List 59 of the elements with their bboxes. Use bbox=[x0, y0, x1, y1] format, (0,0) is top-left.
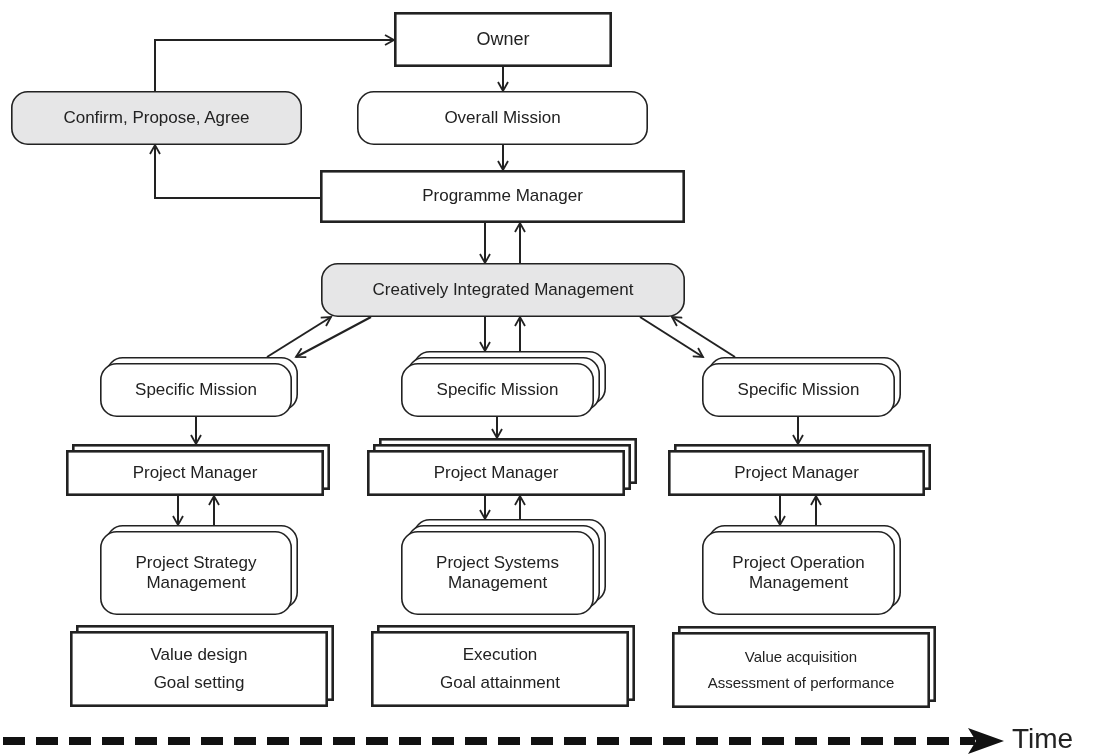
arrow bbox=[479, 222, 491, 264]
stacked-process-box bbox=[367, 438, 637, 496]
arrow bbox=[792, 416, 804, 445]
axis-label: Time bbox=[1012, 725, 1074, 753]
node-label: Creatively Integrated Management bbox=[371, 279, 635, 301]
stacked-rounded-box bbox=[702, 525, 901, 615]
arrow bbox=[491, 416, 503, 439]
stacked-process-box bbox=[668, 444, 931, 496]
arrow bbox=[671, 316, 736, 358]
node-label: Specific Mission bbox=[435, 379, 560, 401]
arrow bbox=[497, 144, 509, 171]
node-label: Specific Mission bbox=[736, 379, 861, 401]
node-label: Goal setting bbox=[152, 673, 246, 694]
node-label: Owner bbox=[475, 28, 531, 51]
node-label: Value design bbox=[149, 644, 249, 665]
arrow bbox=[514, 222, 526, 264]
node-label: Programme Manager bbox=[421, 186, 584, 207]
process-box bbox=[394, 12, 612, 67]
stacked-rounded-box bbox=[401, 351, 606, 417]
arrow bbox=[639, 316, 704, 358]
node-label: Project Systems Management bbox=[435, 552, 560, 594]
arrow bbox=[154, 34, 395, 92]
node-label: Overall Mission bbox=[443, 107, 562, 129]
arrow bbox=[479, 495, 491, 520]
stacked-rounded-box bbox=[100, 357, 298, 417]
stacked-process-box bbox=[371, 625, 635, 707]
stacked-rounded-box bbox=[702, 357, 901, 417]
stacked-rounded-box bbox=[401, 519, 606, 615]
arrow bbox=[497, 66, 509, 92]
rounded-box bbox=[321, 263, 685, 317]
process-box bbox=[320, 170, 685, 223]
node-label: Project Manager bbox=[432, 462, 560, 484]
node-label: Specific Mission bbox=[134, 379, 258, 401]
arrow bbox=[295, 316, 372, 359]
node-label: Project Strategy Management bbox=[134, 552, 258, 594]
node-label: Project Manager bbox=[131, 462, 259, 484]
arrow bbox=[266, 316, 332, 358]
node-label: Project Manager bbox=[733, 462, 860, 484]
arrow bbox=[514, 316, 526, 352]
stacked-process-box bbox=[70, 625, 334, 707]
stacked-process-box bbox=[672, 626, 936, 708]
arrow bbox=[172, 495, 184, 526]
arrow bbox=[190, 416, 202, 445]
arrow bbox=[149, 144, 321, 199]
node-label: Assessment of performance bbox=[706, 674, 896, 692]
arrow bbox=[514, 495, 526, 520]
rounded-box bbox=[11, 91, 302, 145]
node-label: Project Operation Management bbox=[731, 552, 866, 594]
node-label: Value acquisition bbox=[743, 648, 859, 666]
arrow bbox=[479, 316, 491, 352]
arrow bbox=[810, 495, 822, 526]
stacked-process-box bbox=[66, 444, 330, 496]
stacked-rounded-box bbox=[100, 525, 298, 615]
node-label: Goal attainment bbox=[439, 673, 561, 694]
arrow bbox=[774, 495, 786, 526]
node-label: Confirm, Propose, Agree bbox=[62, 107, 251, 129]
node-label: Execution bbox=[461, 644, 539, 665]
arrow bbox=[208, 495, 220, 526]
rounded-box bbox=[357, 91, 648, 145]
